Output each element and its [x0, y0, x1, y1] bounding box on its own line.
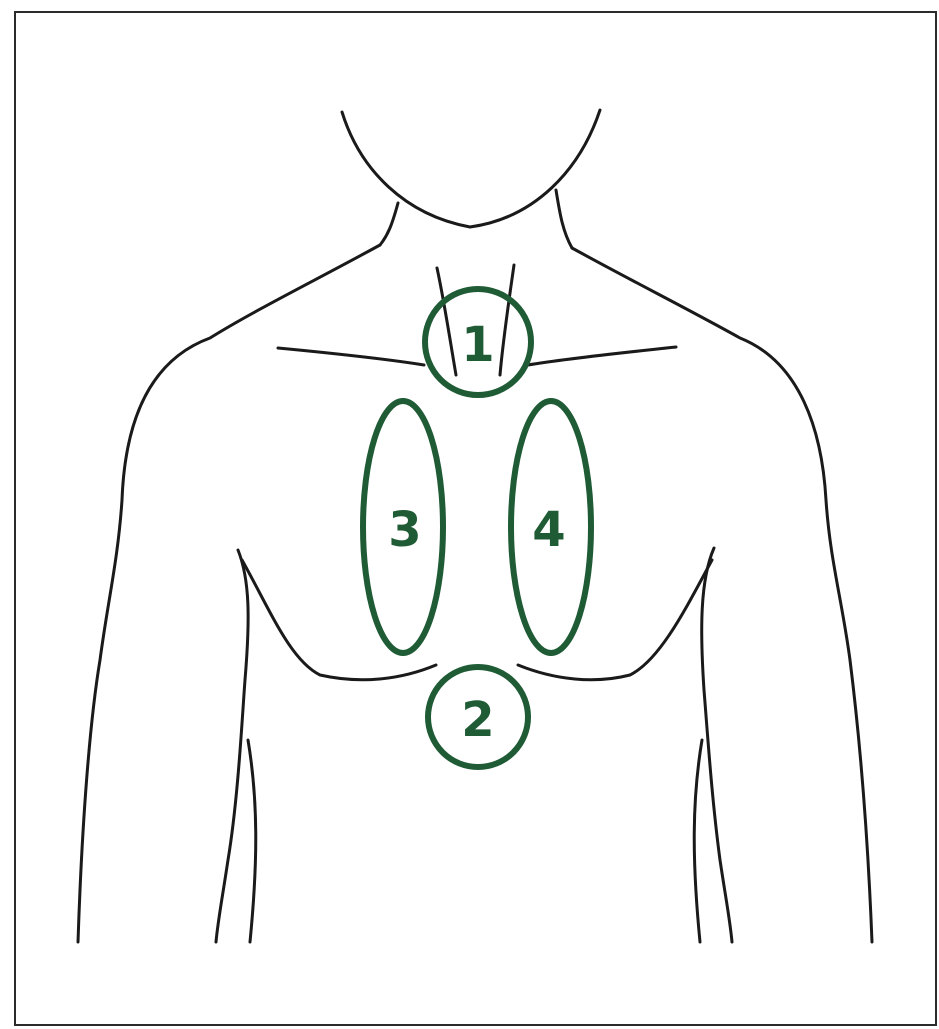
torso-outline	[78, 110, 872, 942]
left-shoulder	[78, 245, 380, 942]
right-inner-arm	[702, 548, 732, 942]
left-neck-line	[380, 203, 398, 245]
left-neck-muscle	[437, 268, 456, 375]
neck-curve	[342, 110, 600, 227]
marker-group-4: 4	[511, 401, 591, 653]
marker-4-label: 4	[532, 502, 565, 558]
marker-group-2: 2	[428, 667, 528, 767]
marker-group-3: 3	[363, 401, 443, 653]
left-clavicle	[278, 348, 424, 365]
left-inner-arm	[216, 550, 248, 942]
marker-group-1: 1	[425, 289, 531, 395]
marker-3-label: 3	[388, 502, 421, 558]
right-clavicle	[528, 347, 676, 365]
right-pectoral	[518, 560, 712, 680]
right-lat-line	[694, 740, 702, 942]
right-neck-line	[556, 190, 572, 248]
left-pectoral	[242, 560, 436, 680]
marker-1-label: 1	[461, 317, 494, 373]
right-neck-muscle	[500, 265, 514, 375]
left-lat-line	[248, 740, 256, 942]
marker-2-label: 2	[461, 692, 494, 748]
